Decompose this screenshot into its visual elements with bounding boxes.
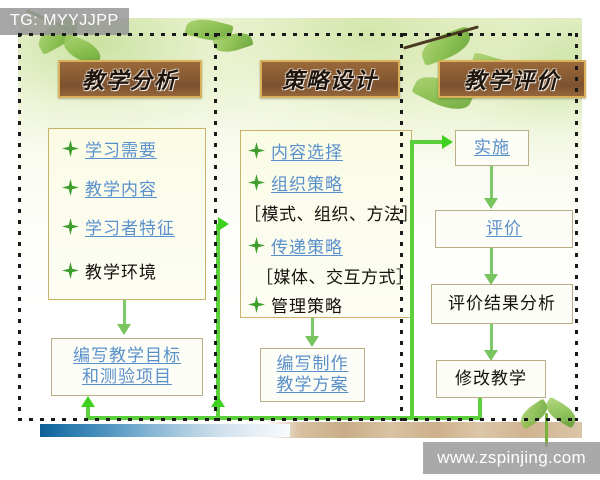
bullet-row-chuandi-celue: 传递策略 <box>248 233 343 258</box>
node-revise-teaching: 修改教学 <box>436 360 546 398</box>
bullet-row-zuzhi-celue: 组织策略 <box>248 170 343 195</box>
column-title-text-1: 教学分析 <box>81 68 178 93</box>
column-title-text-2: 策略设计 <box>281 68 378 93</box>
feedback-riser-column2 <box>216 224 220 420</box>
column-title-strategy-design: 策略设计 <box>260 60 400 98</box>
sparkle-star-icon <box>248 296 265 313</box>
feedback-elbow-to-implementation <box>410 140 444 144</box>
column-title-instructional-evaluation: 教学评价 <box>438 60 586 98</box>
sparkle-star-icon <box>62 179 79 196</box>
node-write-teaching-plan: 编写制作 教学方案 <box>260 348 365 402</box>
water-gradient-bar <box>40 424 290 437</box>
arrowhead-implementation-to-evaluation <box>484 198 498 209</box>
arrowhead-strategy-to-plan <box>305 336 319 347</box>
bullet-label: 内容选择 <box>271 143 343 162</box>
telegram-watermark-badge: TG: MYYJJPP <box>0 8 129 35</box>
bullet-label: 组织策略 <box>271 175 343 194</box>
feedback-riser-column3 <box>410 140 414 420</box>
node-label: 实施 <box>474 137 510 157</box>
sparkle-star-icon <box>248 142 265 159</box>
node-evaluation: 评价 <box>435 210 573 248</box>
node-label: 评价结果分析 <box>448 293 556 313</box>
bullet-label: 学习者特征 <box>85 219 175 238</box>
sparkle-star-icon <box>248 174 265 191</box>
sparkle-star-icon <box>62 140 79 157</box>
sparkle-star-icon <box>62 262 79 279</box>
feedback-arrowhead-implementation <box>442 135 453 149</box>
arrowhead-analysis-to-objectives <box>117 324 131 335</box>
bullet-row-xuexizhe-tezheng: 学习者特征 <box>62 214 175 239</box>
bullet-row-guanli-celue: 管理策略 <box>248 292 343 317</box>
node-write-objectives: 编写教学目标 和测验项目 <box>51 338 203 396</box>
feedback-arrowhead-column1 <box>81 396 95 407</box>
node-implementation: 实施 <box>455 130 529 166</box>
bullet-label: 传递策略 <box>271 238 343 257</box>
bullet-row-jiaoxue-huanjing: 教学环境 <box>62 258 157 283</box>
bullet-label: 教学环境 <box>85 263 157 282</box>
feedback-bottom-rail <box>86 416 482 420</box>
column-title-instructional-analysis: 教学分析 <box>58 60 202 98</box>
feedback-arrowhead-column2-bottom <box>211 396 225 407</box>
node-label: 编写教学目标 和测验项目 <box>73 346 181 386</box>
site-watermark: www.zspinjing.com <box>423 442 600 474</box>
sparkle-star-icon <box>248 237 265 254</box>
sparkle-star-icon <box>62 218 79 235</box>
bullet-label: 学习需要 <box>85 141 157 160</box>
bullet-label: 教学内容 <box>85 180 157 199</box>
subnote-organization-strategy: ［模式、组织、方法］ <box>244 205 419 224</box>
sprout-stem <box>545 413 548 447</box>
node-label: 评价 <box>486 218 522 238</box>
node-label: 编写制作 教学方案 <box>276 354 349 394</box>
column-title-text-3: 教学评价 <box>463 68 560 93</box>
node-result-analysis: 评价结果分析 <box>431 284 573 324</box>
feedback-arrowhead-column2 <box>218 217 229 231</box>
bullet-row-jiaoxue-neirong: 教学内容 <box>62 175 157 200</box>
subnote-delivery-strategy: ［媒体、交互方式］ <box>256 268 414 287</box>
slide-background: 教学分析 学习需要 教学内容 学习者特征 教学环境 <box>18 9 586 447</box>
node-label: 修改教学 <box>455 368 527 388</box>
bullet-label: 管理策略 <box>271 297 343 316</box>
bullet-row-xuexi-xuyao: 学习需要 <box>62 136 157 161</box>
bullet-row-neirong-xuanze: 内容选择 <box>248 138 343 163</box>
